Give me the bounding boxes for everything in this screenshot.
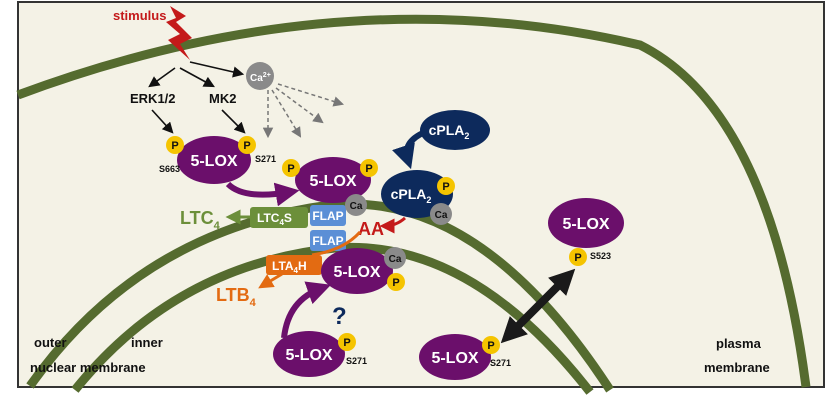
ltb4-label: LTB4 — [216, 285, 257, 309]
phospho-icon-cpla2 — [437, 177, 455, 195]
stimulus-bolt-icon — [166, 6, 192, 60]
ltc4s-label: LTC4S — [257, 211, 292, 227]
nuclear-shuttle-arrow — [500, 268, 576, 344]
site-s523-label: S523 — [590, 251, 611, 261]
phospho-label-cpla2: P — [442, 181, 449, 193]
calcium-inner-label: Ca — [389, 254, 402, 265]
nuclear-membrane-label: nuclear membrane — [30, 360, 146, 375]
arrow-erk-to-p — [151, 109, 174, 134]
plasma-membrane-label: membrane — [704, 360, 770, 375]
calcium-flap-label: Ca — [350, 201, 363, 212]
lox-nucleoplasm-node — [419, 334, 491, 380]
phospho-label-membrane-left: P — [287, 163, 294, 175]
flap-box-lower — [310, 230, 346, 251]
calcium-inner-icon — [384, 247, 406, 269]
phospho-s663-label: P — [171, 140, 178, 152]
phospho-s271-label: P — [243, 140, 250, 152]
site-s271-label-nucleoplasm: S271 — [490, 358, 511, 368]
arrow-mk2-to-p — [221, 109, 246, 134]
phospho-icon-inner — [387, 273, 405, 291]
lox-nuclear-label: 5-LOX — [285, 347, 332, 364]
calcium-cpla2-label: Ca — [435, 210, 448, 221]
site-s271-label-nuclear: S271 — [346, 356, 367, 366]
phospho-icon-membrane-left — [282, 159, 300, 177]
flap-box-upper — [310, 205, 346, 226]
stimulus-label: stimulus — [113, 8, 166, 23]
lox-nucleoplasm-label: 5-LOX — [431, 350, 478, 367]
lta4h-box — [266, 255, 322, 275]
calcium-cpla2-icon — [430, 203, 452, 225]
calcium-ion — [246, 62, 274, 90]
phospho-icon-s523 — [569, 248, 587, 266]
phospho-icon-membrane-right — [360, 159, 378, 177]
question-mark: ? — [332, 303, 347, 330]
lox-cytosolic-node — [177, 136, 251, 184]
ltc4-label: LTC4 — [180, 208, 221, 232]
lox-membrane-label: 5-LOX — [309, 173, 356, 190]
site-s271-label-top: S271 — [255, 154, 276, 164]
phospho-label-membrane-right: P — [365, 163, 372, 175]
site-s663-label: S663 — [159, 164, 180, 174]
arrow-to-aa — [379, 216, 406, 234]
lox-membrane-node — [295, 157, 371, 203]
lox-inner-membrane-label: 5-LOX — [333, 264, 380, 281]
plasma-membrane — [16, 14, 811, 388]
calcium-dashed-arrow-3 — [275, 87, 324, 124]
lox-nuclear-node — [273, 331, 345, 377]
arrow-nuclear-lox-to-membrane — [281, 281, 332, 339]
cpla2-free-node — [420, 110, 490, 150]
aa-label: AA — [358, 219, 384, 239]
calcium-flap-icon — [345, 194, 367, 216]
phospho-s271-icon — [238, 136, 256, 154]
outer-label: outer — [34, 335, 67, 350]
calcium-dashed-arrow-2 — [271, 89, 302, 138]
lox-s523-label: 5-LOX — [562, 216, 609, 233]
erk-label: ERK1/2 — [130, 91, 176, 106]
inner-label: inner — [131, 335, 163, 350]
cpla2-free-label: cPLA2 — [429, 122, 470, 141]
plasma-label: plasma — [716, 336, 762, 351]
arrow-cpla2-translocation — [392, 129, 427, 170]
phospho-icon-nucleoplasm — [482, 336, 500, 354]
lox-cytosolic-label: 5-LOX — [190, 153, 237, 170]
lta4h-label: LTA4H — [272, 259, 307, 275]
arrow-to-calcium — [189, 61, 245, 78]
arrow-lox-translocation — [225, 181, 300, 207]
phospho-label-nuclear: P — [343, 337, 350, 349]
phospho-s663-icon — [166, 136, 184, 154]
arrow-to-mk2 — [179, 67, 215, 88]
phospho-icon-nuclear — [338, 333, 356, 351]
phospho-label-s523: P — [574, 252, 581, 264]
ltc4s-box — [250, 207, 308, 228]
aa-to-lta4h-curve — [311, 230, 362, 257]
flap-label-lower: FLAP — [312, 234, 343, 248]
arrow-to-erk — [148, 67, 176, 88]
lox-s523-node — [548, 198, 624, 248]
phospho-label-inner: P — [392, 277, 399, 289]
phospho-label-nucleoplasm: P — [487, 340, 494, 352]
arrow-to-ltb4 — [258, 272, 283, 289]
flap-label-upper: FLAP — [312, 209, 343, 223]
cpla2-bound-label: cPLA2 — [391, 186, 432, 205]
calcium-label: Ca2+ — [250, 72, 271, 84]
mk2-label: MK2 — [209, 91, 236, 106]
lox-inner-membrane-node — [321, 248, 393, 294]
